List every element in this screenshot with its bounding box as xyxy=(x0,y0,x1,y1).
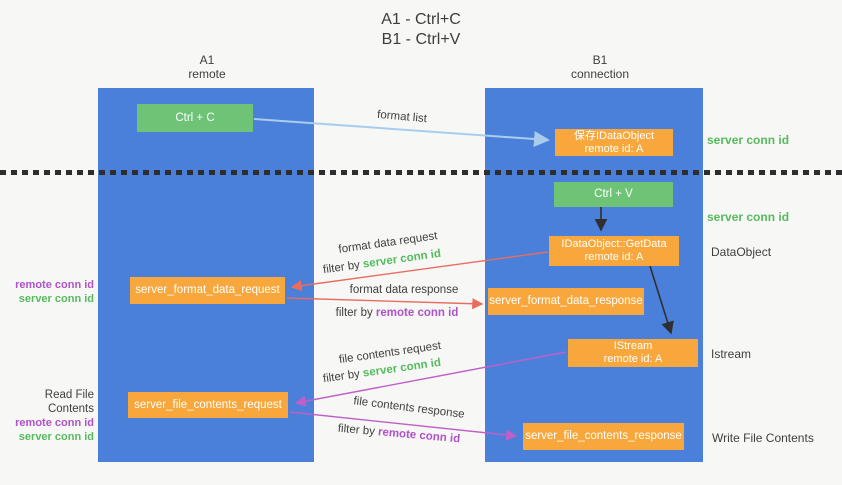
label-server-conn-id-2: server conn id xyxy=(18,431,94,443)
node-save-idataobject: 保存IDataObject remote id: A xyxy=(555,129,673,156)
node-server-file-contents-request-label: server_file_contents_request xyxy=(134,398,282,411)
label-format-data-response: format data response xyxy=(349,284,459,296)
lane-a1-title: A1 xyxy=(199,53,215,67)
label-server-conn-id-mid: server conn id xyxy=(707,210,790,224)
label-file-contents-response: file contents response xyxy=(352,395,466,421)
node-server-file-contents-response: server_file_contents_response xyxy=(523,423,684,450)
title-line-b1: B1 - Ctrl+V xyxy=(381,31,461,48)
node-ctrl-c-label: Ctrl + C xyxy=(175,111,215,124)
lane-b1-title: B1 xyxy=(592,53,608,67)
label-server-conn-id-top: server conn id xyxy=(707,133,790,147)
lane-b1-subtitle: connection xyxy=(570,67,630,81)
node-ctrl-v-label: Ctrl + V xyxy=(594,188,633,200)
node-idataobject-getdata: IDataObject::GetData remote id: A xyxy=(549,236,679,266)
left-conn-id-block-2: Read File Contents remote conn id server… xyxy=(0,388,94,444)
label-format-data-response-filter: filter by remote conn id xyxy=(336,307,459,319)
label-read-file-contents: Read File Contents xyxy=(44,389,94,415)
node-server-format-data-request: server_format_data_request xyxy=(130,277,285,304)
label-remote-conn-id-1: remote conn id xyxy=(15,279,94,291)
node-ctrl-c: Ctrl + C xyxy=(137,104,253,132)
left-conn-id-block-1: remote conn id server conn id xyxy=(0,278,94,306)
node-server-file-contents-request: server_file_contents_request xyxy=(128,392,288,418)
label-dataobject: DataObject xyxy=(711,245,772,259)
arrow-format-data-response xyxy=(286,297,484,310)
label-write-file-contents: Write File Contents xyxy=(712,431,814,445)
remote-conn-id-text: remote conn id xyxy=(375,307,459,319)
label-remote-conn-id-2: remote conn id xyxy=(15,417,94,429)
remote-conn-id-text: remote conn id xyxy=(377,426,461,446)
lane-a1-subtitle: remote xyxy=(188,67,226,81)
label-server-conn-id-1: server conn id xyxy=(18,293,94,305)
node-getdata-line1: IDataObject::GetData xyxy=(561,238,667,250)
lane-header-b1: B1 connection xyxy=(530,53,670,81)
node-getdata-line2: remote id: A xyxy=(584,251,644,263)
node-server-format-data-response: server_format_data_response xyxy=(488,288,644,315)
node-server-format-data-request-label: server_format_data_request xyxy=(135,284,280,296)
filter-by-text: filter by xyxy=(337,422,379,439)
filter-by-text: filter by xyxy=(335,307,376,319)
session-divider-dotted-line xyxy=(0,170,842,175)
node-ctrl-v: Ctrl + V xyxy=(554,182,673,207)
node-server-format-data-response-label: server_format_data_response xyxy=(489,295,643,307)
title-line-a1: A1 - Ctrl+C xyxy=(381,11,461,28)
filter-by-text: filter by xyxy=(322,367,364,386)
label-format-list: format list xyxy=(376,108,428,126)
node-server-file-contents-response-label: server_file_contents_response xyxy=(525,430,682,442)
node-save-idataobject-line2: remote id: A xyxy=(584,142,644,155)
node-istream-line2: remote id: A xyxy=(603,353,663,365)
diagram-title: A1 - Ctrl+C B1 - Ctrl+V xyxy=(0,10,842,50)
node-istream: IStream remote id: A xyxy=(568,339,698,367)
lane-header-a1: A1 remote xyxy=(137,53,277,81)
node-istream-line1: IStream xyxy=(613,340,653,352)
label-file-contents-response-filter: filter by remote conn id xyxy=(337,423,460,446)
filter-by-text: filter by xyxy=(322,258,364,277)
node-save-idataobject-line1: 保存IDataObject xyxy=(573,129,655,142)
label-istream: Istream xyxy=(711,347,752,361)
server-conn-id-text: server conn id xyxy=(362,247,442,271)
